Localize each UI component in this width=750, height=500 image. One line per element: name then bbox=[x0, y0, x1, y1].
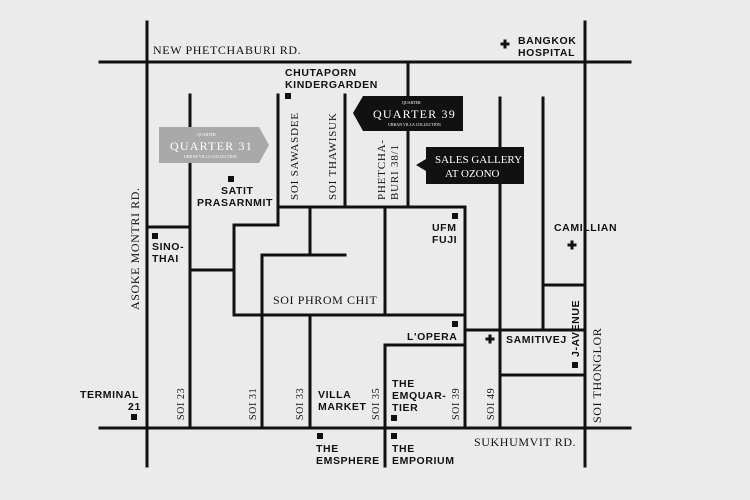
plus-icon bbox=[567, 240, 577, 250]
soi-thonglor-label: SOI THONGLOR bbox=[590, 328, 604, 423]
ufm-fuji-label-2: FUJI bbox=[432, 234, 457, 246]
sukhumvit-label: SUKHUMVIT RD. bbox=[474, 435, 576, 449]
phetchaburi-38-1-label-b: BURI 38/1 bbox=[389, 144, 401, 200]
square-marker-icon bbox=[452, 213, 458, 219]
soi-thawisuk-label: SOI THAWISUK bbox=[327, 112, 339, 200]
quarter-31-badge[interactable]: QUARTER QUARTER 31 URBAN VILLA COLLECTIO… bbox=[159, 127, 269, 163]
sales-gallery-badge[interactable]: SALES GALLERY AT OZONO bbox=[416, 147, 524, 184]
square-marker-icon bbox=[391, 433, 397, 439]
quarter-39-brand: QUARTER bbox=[402, 100, 421, 105]
square-marker-icon bbox=[317, 433, 323, 439]
asoke-montri-label: ASOKE MONTRI RD. bbox=[128, 187, 142, 310]
soi-sawasdee-label: SOI SAWASDEE bbox=[289, 112, 301, 200]
villa-market-label-2: MARKET bbox=[318, 401, 367, 413]
quarter-39-name: QUARTER 39 bbox=[373, 107, 456, 121]
chutaporn-label-1: CHUTAPORN bbox=[285, 67, 357, 79]
quarter-31-brand: QUARTER bbox=[197, 132, 216, 137]
sino-thai-label-2: THAI bbox=[152, 253, 179, 265]
emquartier-label-2: EMQUAR- bbox=[392, 390, 446, 402]
soi-49-label: SOI 49 bbox=[486, 388, 497, 420]
square-marker-icon bbox=[228, 176, 234, 182]
soi-33-label: SOI 33 bbox=[295, 388, 306, 420]
satit-label-1: SATIT bbox=[221, 185, 254, 197]
emporium-label-1: THE bbox=[392, 443, 415, 455]
j-avenue-label: J-AVENUE bbox=[570, 300, 582, 357]
lopera-label: L'OPERA bbox=[407, 331, 457, 343]
villa-market-label-1: VILLA bbox=[318, 389, 351, 401]
quarter-31-tagline: URBAN VILLA COLLECTION bbox=[184, 154, 237, 159]
plus-icon bbox=[500, 39, 510, 49]
emquartier-label-1: THE bbox=[392, 378, 415, 390]
plus-icon bbox=[485, 334, 495, 344]
soi-39-label: SOI 39 bbox=[451, 388, 462, 420]
square-marker-icon bbox=[131, 414, 137, 420]
square-marker-icon bbox=[572, 362, 578, 368]
sales-gallery-line-2: AT OZONO bbox=[445, 168, 500, 180]
square-marker-icon bbox=[285, 93, 291, 99]
emporium-label-2: EMPORIUM bbox=[392, 455, 455, 467]
satit-label-2: PRASARNMIT bbox=[197, 197, 273, 209]
emsphere-label-1: THE bbox=[316, 443, 339, 455]
soi-35-label: SOI 35 bbox=[371, 388, 382, 420]
ufm-fuji-label-1: UFM bbox=[432, 222, 457, 234]
bangkok-hospital-label-1: BANGKOK bbox=[518, 35, 576, 47]
quarter-39-tagline: URBAN VILLA COLLECTION bbox=[388, 122, 441, 127]
phetchaburi-38-1-label-a: PHETCHA- bbox=[376, 139, 388, 200]
emquartier-label-3: TIER bbox=[392, 402, 418, 414]
quarter-39-badge[interactable]: QUARTER QUARTER 39 URBAN VILLA COLLECTIO… bbox=[353, 96, 463, 131]
chutaporn-label-2: KINDERGARDEN bbox=[285, 79, 378, 91]
terminal-21-label-1: TERMINAL bbox=[80, 389, 139, 401]
soi-23-label: SOI 23 bbox=[176, 388, 187, 420]
sino-thai-label-1: SINO- bbox=[152, 241, 184, 253]
square-marker-icon bbox=[452, 321, 458, 327]
sales-gallery-line-1: SALES GALLERY bbox=[435, 154, 522, 166]
quarter-31-name: QUARTER 31 bbox=[170, 139, 253, 153]
square-marker-icon bbox=[391, 415, 397, 421]
emsphere-label-2: EMSPHERE bbox=[316, 455, 380, 467]
terminal-21-label-2: 21 bbox=[128, 401, 141, 413]
soi-phrom-chit-label: SOI PHROM CHIT bbox=[273, 293, 377, 307]
soi-31-label: SOI 31 bbox=[248, 388, 259, 420]
new-phetchaburi-label: NEW PHETCHABURI RD. bbox=[153, 43, 301, 57]
bangkok-hospital-label-2: HOSPITAL bbox=[518, 47, 575, 59]
camillian-label: CAMILLIAN bbox=[554, 222, 617, 234]
road-network bbox=[98, 20, 632, 468]
samitivej-label: SAMITIVEJ bbox=[506, 334, 567, 346]
square-marker-icon bbox=[152, 233, 158, 239]
